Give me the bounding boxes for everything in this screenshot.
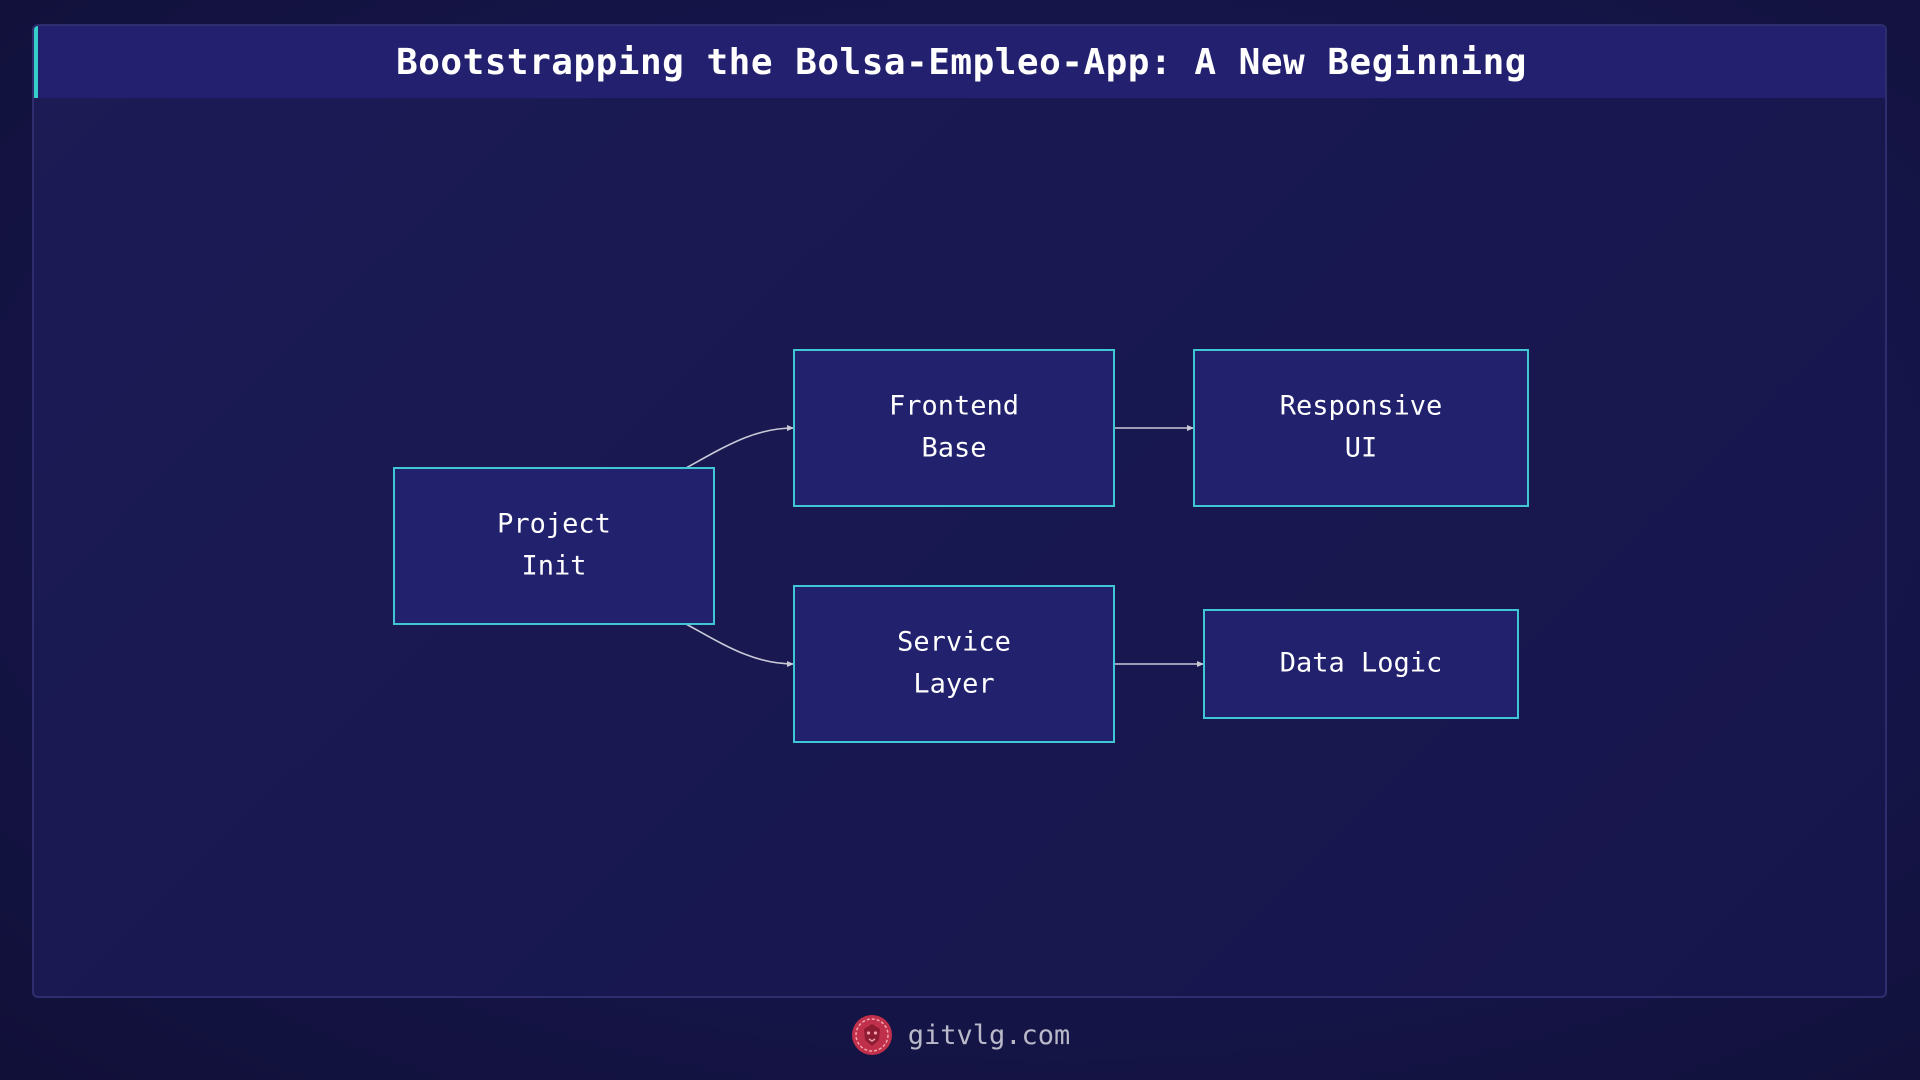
node-box (393, 467, 715, 625)
node-label: UI (1345, 433, 1378, 464)
footer-site-text: gitvlg.com (907, 1019, 1071, 1051)
diagram-panel: Bootstrapping the Bolsa-Empleo-App: A Ne… (32, 24, 1887, 998)
edge-project-init-to-frontend-base (685, 425, 795, 469)
lion-logo-icon (851, 1015, 892, 1055)
node-label: Layer (913, 669, 994, 700)
node-box (793, 585, 1115, 743)
node-label: Base (921, 433, 986, 464)
node-label: Init (521, 551, 586, 582)
node-label: Responsive (1280, 391, 1443, 422)
node-data-logic: Data Logic (1203, 609, 1519, 719)
page-title: Bootstrapping the Bolsa-Empleo-App: A Ne… (396, 41, 1527, 83)
node-label: Service (897, 627, 1011, 658)
footer: gitvlg.com (0, 1010, 1920, 1060)
node-box (1203, 609, 1519, 719)
node-box (1193, 349, 1529, 507)
edge-project-init-to-service-layer (685, 623, 795, 667)
node-box (793, 349, 1115, 507)
node-label: Project (497, 509, 611, 540)
title-bar: Bootstrapping the Bolsa-Empleo-App: A Ne… (34, 26, 1885, 98)
node-label: Data Logic (1280, 648, 1443, 679)
node-label: Frontend (889, 391, 1019, 422)
